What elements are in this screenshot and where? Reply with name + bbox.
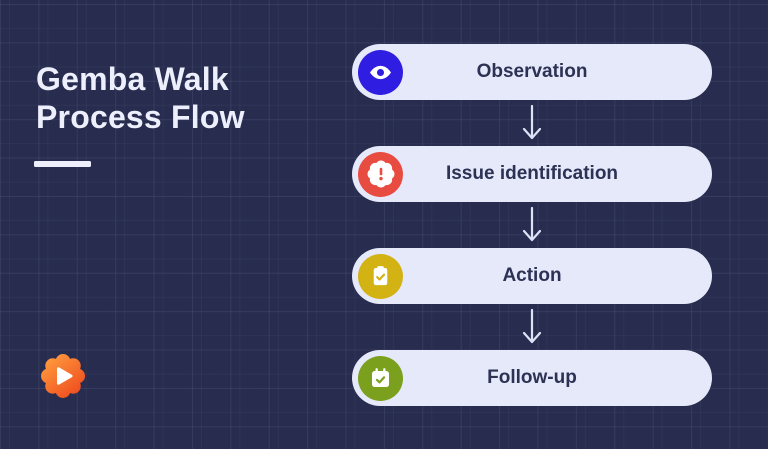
- step-pill-action: Action: [352, 248, 712, 304]
- play-icon: [57, 367, 73, 385]
- eye-icon: [358, 49, 403, 95]
- step-pill-issue-identification: Issue identification: [352, 146, 712, 202]
- title-line-2: Process Flow: [36, 99, 245, 135]
- clipboard-check-icon: [358, 253, 403, 299]
- calendar-check-icon: [358, 355, 403, 401]
- step-label: Issue identification: [445, 163, 619, 184]
- step-label: Observation: [476, 61, 588, 82]
- title-line-1: Gemba Walk: [36, 61, 229, 97]
- process-flow: Observation: [352, 44, 712, 406]
- play-badge-logo: [37, 350, 89, 402]
- alert-badge-icon: [358, 151, 403, 197]
- step-label: Follow-up: [487, 367, 577, 388]
- step-pill-observation: Observation: [352, 44, 712, 100]
- down-arrow-icon: [352, 304, 712, 350]
- down-arrow-icon: [352, 202, 712, 248]
- step-label: Action: [502, 265, 562, 286]
- title-underline: [34, 161, 91, 167]
- down-arrow-icon: [352, 100, 712, 146]
- page-title: Gemba Walk Process Flow: [36, 60, 245, 136]
- step-pill-follow-up: Follow-up: [352, 350, 712, 406]
